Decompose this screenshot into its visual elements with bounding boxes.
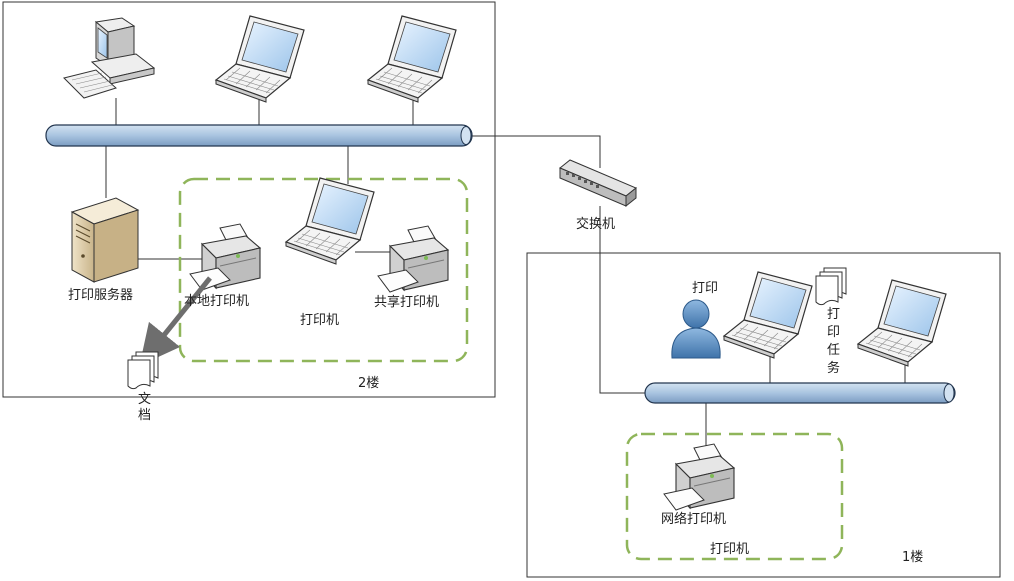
- document-stack-icon: [127, 351, 159, 390]
- print-job-label-3: 任: [827, 343, 840, 358]
- shared-printer-label: 共享打印机: [374, 294, 439, 310]
- print-job-label-1: 打: [827, 307, 840, 322]
- floor1-label: 1楼: [902, 550, 923, 565]
- floor1-network-bus: [644, 382, 956, 404]
- laptop-icon: [723, 271, 813, 359]
- switch-icon: [559, 159, 637, 208]
- desktop-computer-icon: [63, 17, 156, 99]
- switch-label: 交换机: [576, 216, 615, 232]
- print-job-label-2: 印: [827, 325, 840, 340]
- floor2-frame: [2, 1, 496, 398]
- printer-icon: [189, 223, 261, 291]
- laptop-icon: [367, 15, 457, 103]
- printer-icon: [663, 443, 735, 511]
- user-icon: [671, 299, 721, 359]
- floor2-network-bus: [45, 124, 473, 147]
- print-output-arrow: [139, 276, 212, 366]
- laptop-icon: [857, 279, 947, 367]
- floor2-label: 2楼: [358, 376, 379, 391]
- document-stack-icon: [815, 267, 847, 306]
- print-server-label: 打印服务器: [68, 287, 133, 303]
- document-label-line1: 文: [138, 392, 151, 407]
- laptop-icon: [215, 15, 305, 103]
- floor2-printer-group-label: 打印机: [300, 313, 339, 328]
- print-job-label-4: 务: [827, 360, 840, 376]
- print-action-label: 打印: [692, 281, 718, 296]
- laptop-icon: [285, 177, 375, 265]
- floor1-printer-group: [625, 432, 844, 561]
- local-printer-label: 本地打印机: [184, 294, 249, 309]
- floor2-printer-group: [178, 177, 469, 363]
- server-tower-icon: [70, 197, 140, 283]
- document-label-line2: 档: [138, 408, 151, 423]
- network-printer-label: 网络打印机: [661, 511, 726, 527]
- floor1-frame: [526, 252, 1001, 578]
- printer-icon: [377, 225, 449, 293]
- floor1-printer-group-label: 打印机: [710, 542, 749, 557]
